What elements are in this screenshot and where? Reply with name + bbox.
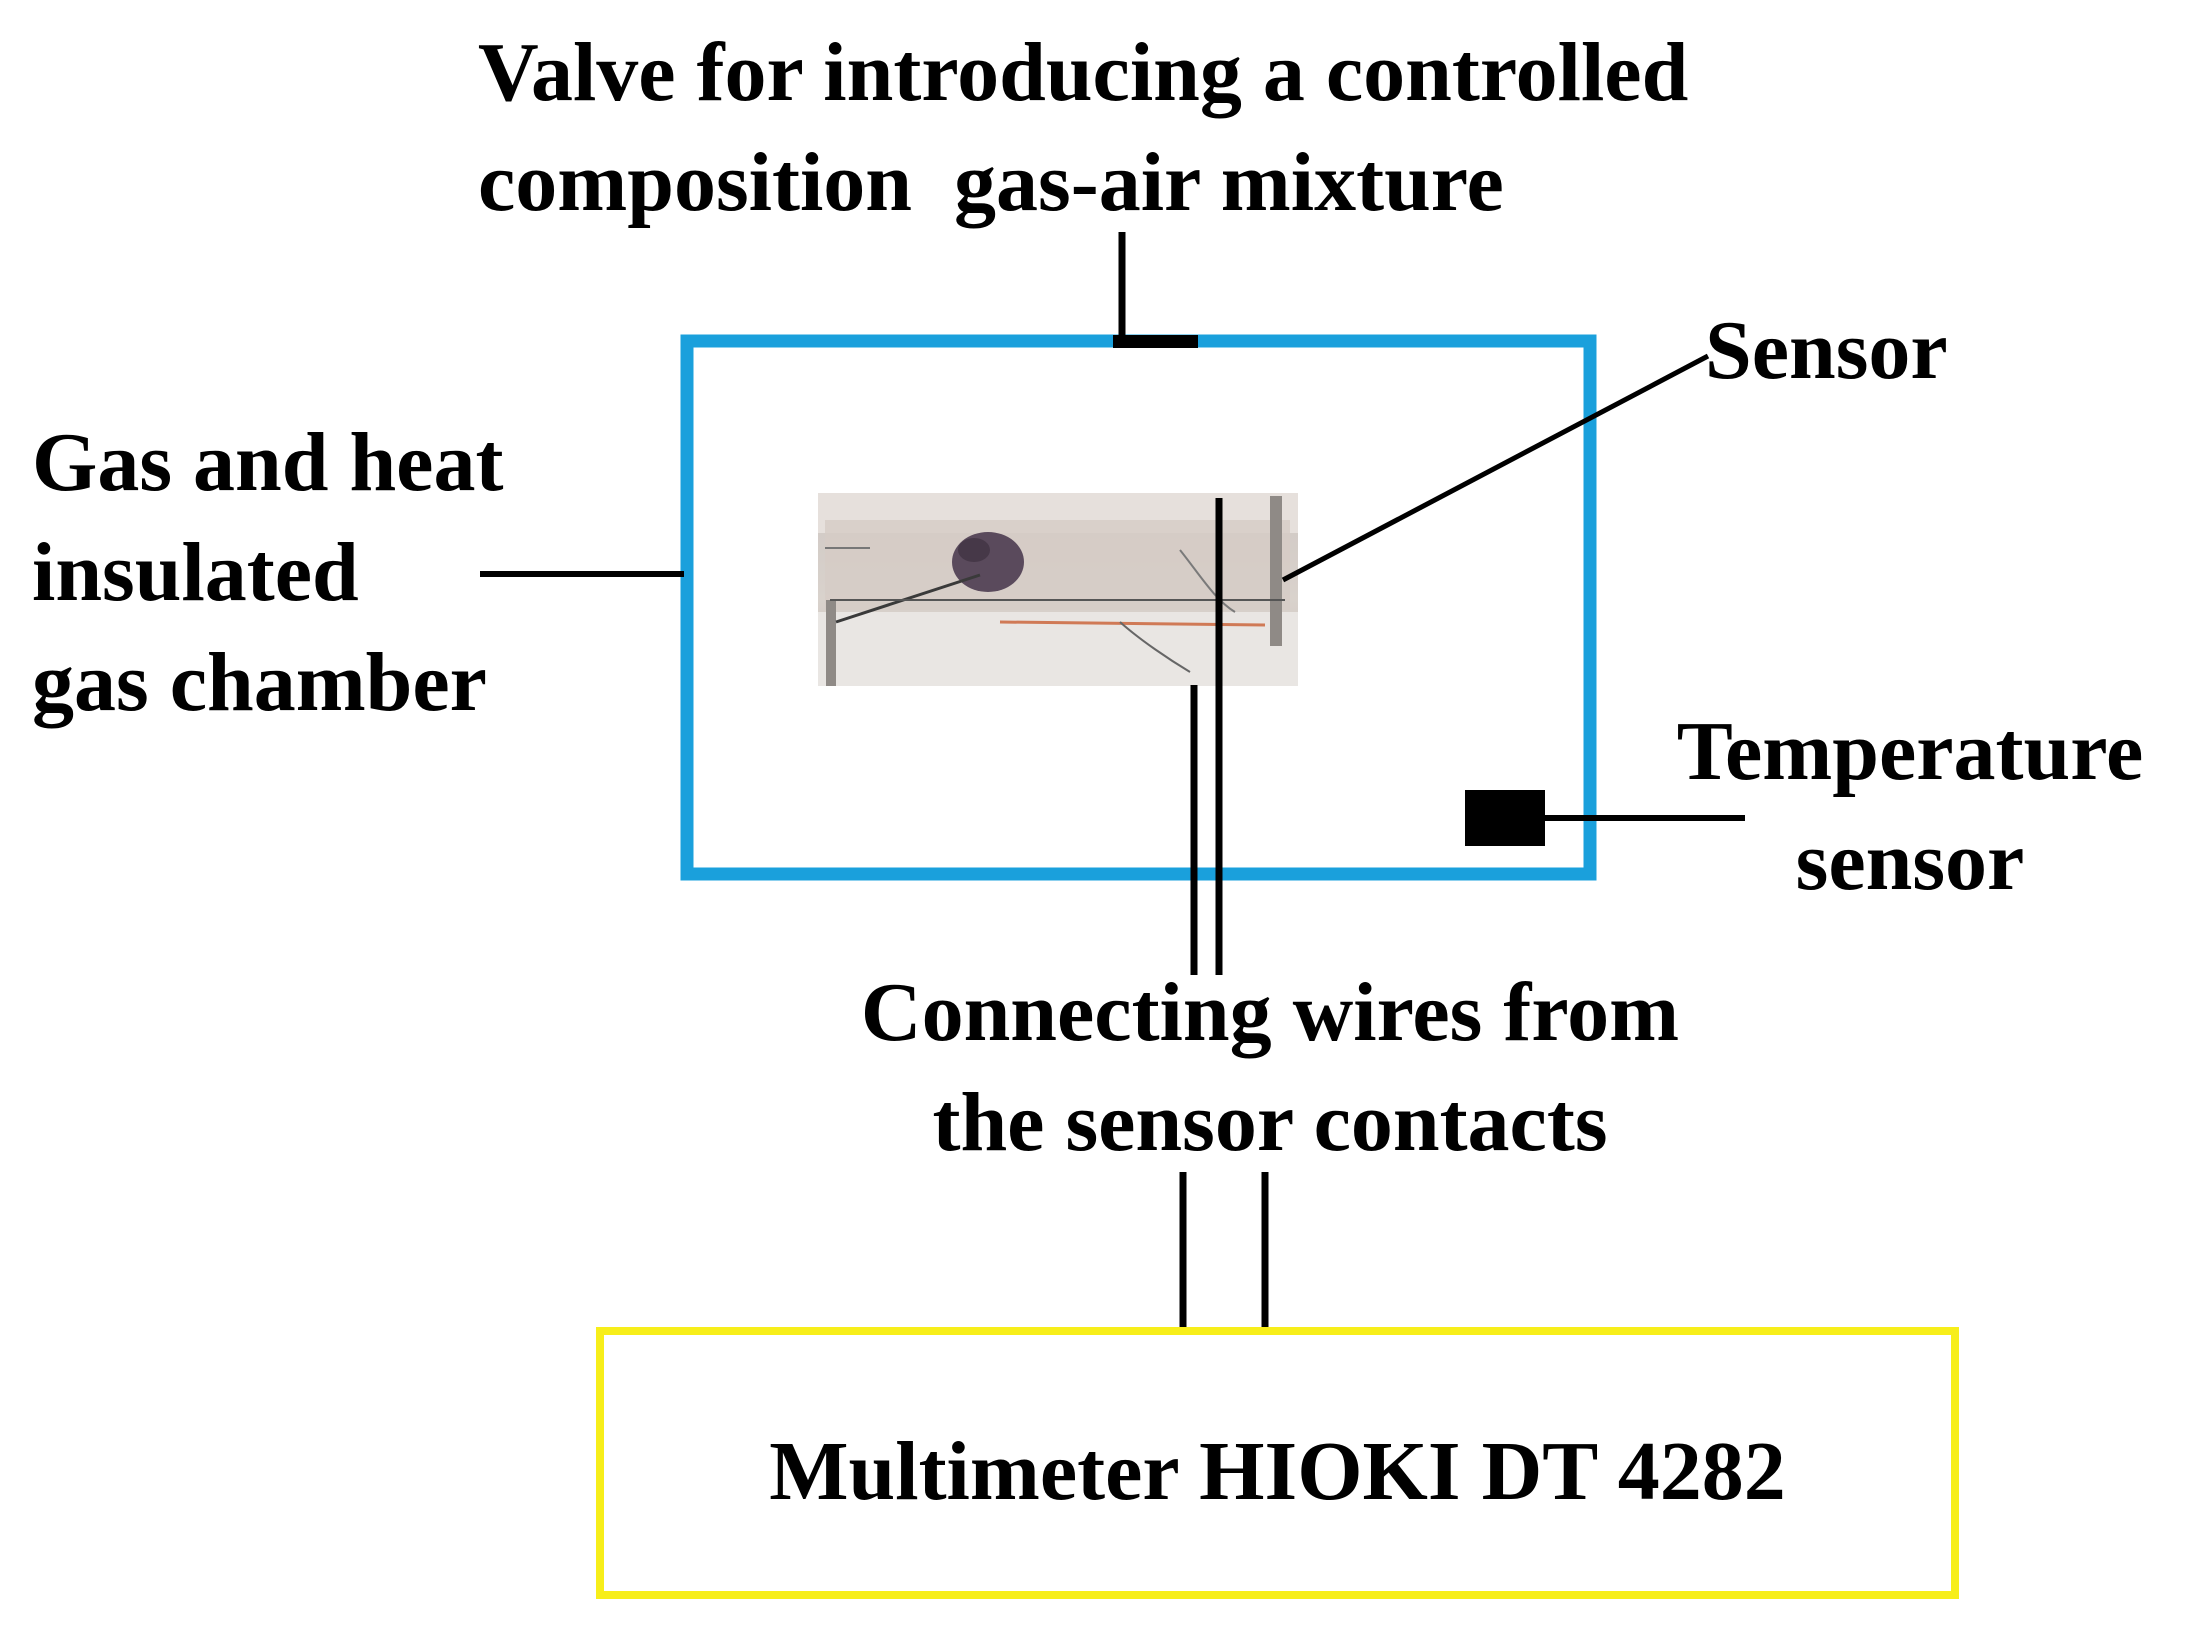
sensor-leader-line (1281, 353, 1710, 583)
chamber-label-line-3: gas chamber (32, 636, 487, 729)
wires-label-line-2: the sensor contacts (932, 1076, 1608, 1169)
sensor-label: Sensor (1705, 296, 1948, 406)
wires-label: Connecting wires from the sensor contact… (795, 958, 1745, 1178)
valve-label-line-1: Valve for introducing a controlled (478, 26, 1689, 119)
sensor-photo (818, 493, 1298, 686)
multimeter-box (596, 1327, 1959, 1599)
sensor-label-text: Sensor (1705, 304, 1948, 397)
valve-icon (1113, 335, 1198, 348)
temperature-label: Temperature sensor (1640, 697, 2180, 917)
temperature-label-line-1: Temperature (1676, 705, 2144, 798)
chamber-label-line-1: Gas and heat (32, 416, 504, 509)
multimeter-label-text: Multimeter HIOKI DT 4282 (769, 1425, 1786, 1518)
wires-label-line-1: Connecting wires from (860, 966, 1680, 1059)
multimeter-label: Multimeter HIOKI DT 4282 (600, 1417, 1955, 1527)
valve-label-line-2: composition gas-air mixture (478, 136, 1504, 229)
valve-label: Valve for introducing a controlled compo… (478, 18, 1688, 238)
temperature-label-line-2: sensor (1795, 815, 2025, 908)
temperature-sensor-icon (1465, 790, 1545, 846)
chamber-label: Gas and heat insulated gas chamber (32, 408, 503, 738)
chamber-label-line-2: insulated (32, 526, 359, 619)
